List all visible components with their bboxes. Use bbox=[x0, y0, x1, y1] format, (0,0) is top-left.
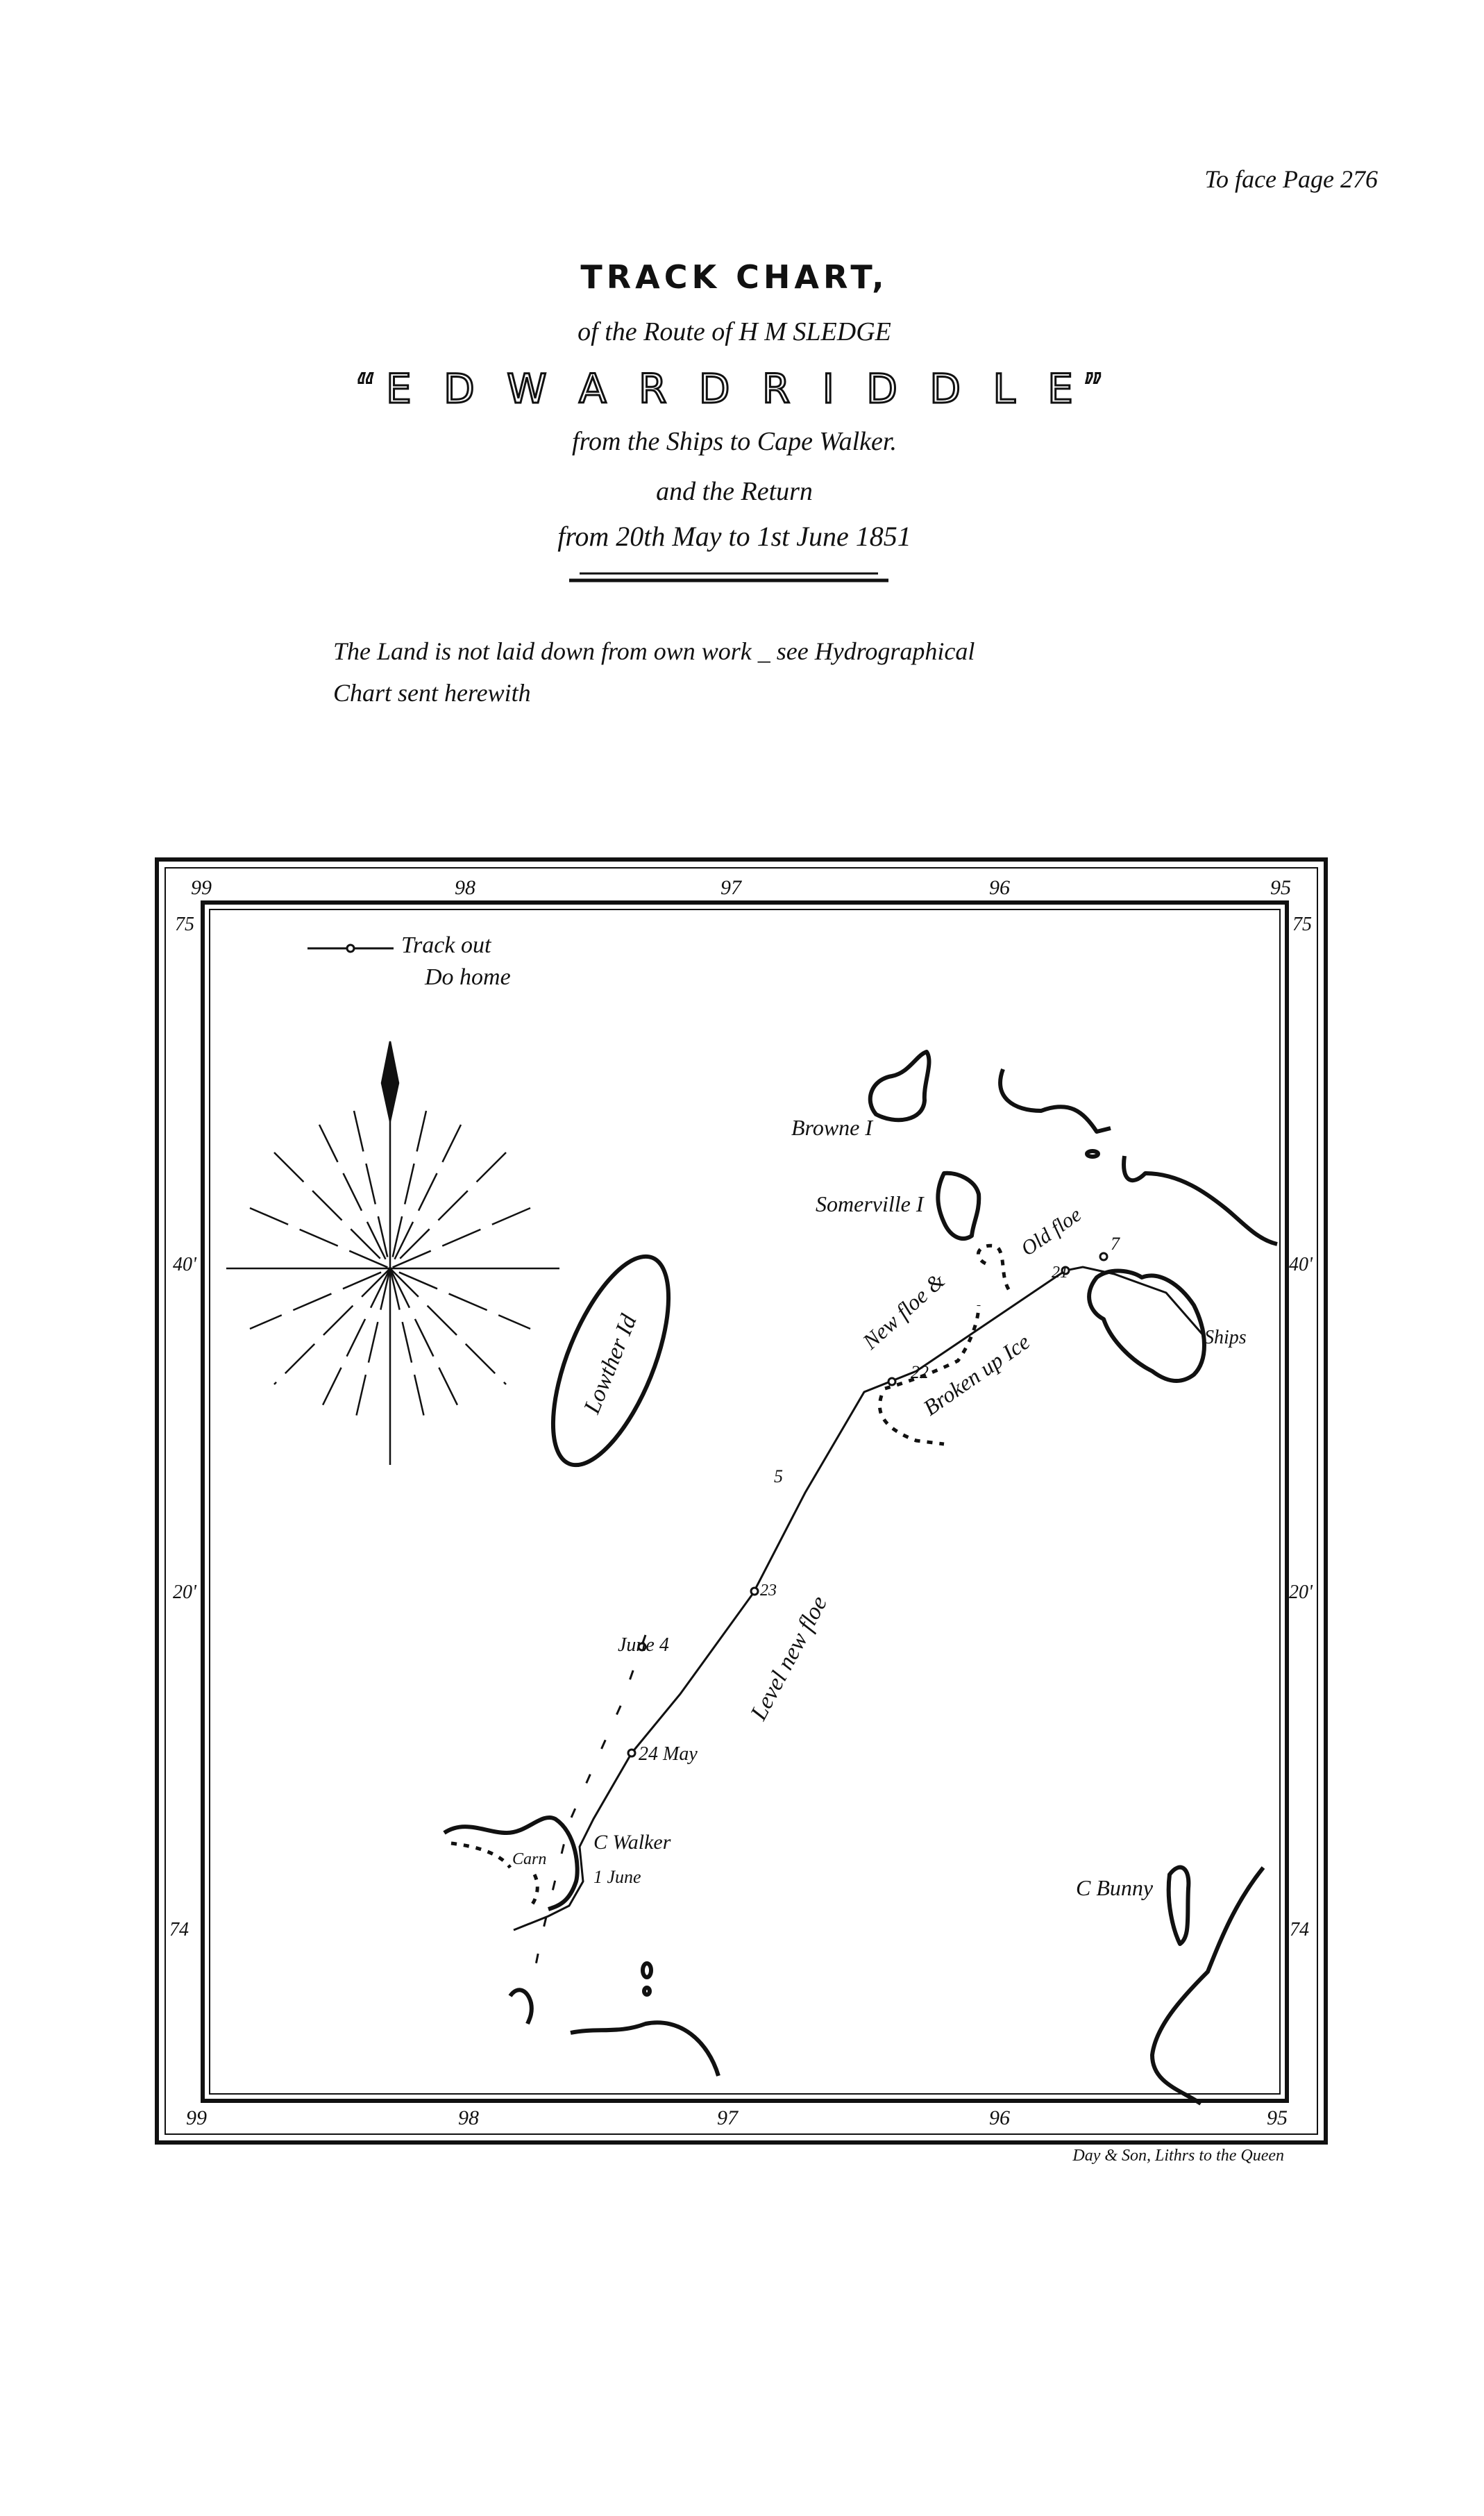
label-browne: Browne I bbox=[791, 1115, 873, 1140]
camp-23: 23 bbox=[760, 1582, 777, 1600]
lon-top-98: 98 bbox=[455, 876, 475, 899]
label-broken-ice: Broken up Ice bbox=[918, 1329, 1034, 1420]
lat-right-74: 74 bbox=[1290, 1919, 1309, 1940]
map-frame bbox=[155, 857, 1328, 2145]
lon-bottom-98: 98 bbox=[458, 2106, 479, 2129]
legend: Track out Do home bbox=[307, 932, 511, 990]
camp-7: 7 bbox=[1111, 1234, 1120, 1254]
legend-home: Do home bbox=[424, 964, 511, 990]
compass-rose-icon bbox=[226, 1041, 559, 1465]
legend-track-out: Track out bbox=[401, 932, 492, 958]
route-line: from the Ships to Cape Walker. bbox=[572, 427, 897, 456]
lat-right-40: 40' bbox=[1289, 1254, 1313, 1275]
islet bbox=[1085, 1149, 1100, 1159]
camp-markers bbox=[627, 1252, 1108, 1758]
label-level-new-floe: Level new floe bbox=[745, 1592, 832, 1725]
lon-top-95: 95 bbox=[1270, 876, 1291, 899]
camp-5: 5 bbox=[774, 1466, 783, 1486]
lat-left-20: 20' bbox=[173, 1582, 197, 1603]
lon-bottom-95: 95 bbox=[1267, 2106, 1288, 2129]
label-carn: Carn bbox=[512, 1850, 546, 1868]
label-somerville: Somerville I bbox=[816, 1191, 925, 1216]
lithographer-credit: Day & Son, Lithrs to the Queen bbox=[1072, 2147, 1284, 2165]
label-cape-walker: C Walker bbox=[593, 1831, 671, 1854]
chart-subtitle: of the Route of H M SLEDGE bbox=[577, 317, 891, 346]
label-old-floe: Old floe bbox=[1017, 1203, 1086, 1261]
camp-24-may: 24 May bbox=[639, 1743, 698, 1765]
islet-south-2 bbox=[642, 1986, 652, 1997]
somerville-island bbox=[936, 1171, 981, 1241]
ne-coast-1 bbox=[998, 1068, 1111, 1134]
lon-top-96: 96 bbox=[989, 876, 1010, 899]
label-ships: Ships bbox=[1204, 1327, 1247, 1348]
page-reference: To face Page 276 bbox=[1204, 165, 1378, 193]
return-line: and the Return bbox=[656, 477, 813, 506]
camp-june-4: June 4 bbox=[618, 1634, 669, 1656]
note-line-1: The Land is not laid down from own work … bbox=[333, 637, 975, 665]
browne-island bbox=[868, 1050, 931, 1123]
ne-coast-2 bbox=[1122, 1155, 1278, 1246]
lat-left-74: 74 bbox=[169, 1919, 189, 1940]
return-track bbox=[533, 1634, 647, 1972]
lon-top-97: 97 bbox=[720, 876, 743, 899]
bunny-island bbox=[1166, 1865, 1191, 1946]
note-line-2: Chart sent herewith bbox=[333, 679, 531, 707]
lon-bottom-97: 97 bbox=[717, 2106, 739, 2129]
camp-22: 22 bbox=[911, 1362, 929, 1382]
chart-title: TRACK CHART, bbox=[580, 258, 888, 296]
lat-left-40: 40' bbox=[173, 1254, 197, 1275]
dates-line: from 20th May to 1st June 1851 bbox=[557, 521, 911, 552]
south-coast bbox=[570, 2020, 720, 2077]
lon-top-99: 99 bbox=[191, 876, 212, 899]
lat-right-20: 20' bbox=[1289, 1582, 1313, 1603]
ships-island bbox=[1087, 1268, 1206, 1384]
lon-bottom-99: 99 bbox=[186, 2106, 207, 2129]
camp-21: 21 bbox=[1052, 1264, 1068, 1282]
label-cape-bunny: C Bunny bbox=[1076, 1875, 1154, 1900]
lowther-island bbox=[550, 1254, 671, 1468]
lat-left-75: 75 bbox=[175, 914, 194, 935]
islet-south-1 bbox=[641, 1961, 653, 1979]
label-lowther: Lowther Id bbox=[579, 1310, 642, 1418]
label-first-june: 1 June bbox=[593, 1867, 641, 1887]
vessel-name: “E D W A R D R I D D L E” bbox=[355, 365, 1113, 412]
lat-right-75: 75 bbox=[1292, 914, 1312, 935]
cape-walker-land bbox=[443, 1815, 580, 1911]
lon-bottom-96: 96 bbox=[989, 2106, 1010, 2129]
south-hook bbox=[508, 1988, 534, 2025]
label-new-floe: New floe & bbox=[857, 1268, 950, 1355]
floe-edge bbox=[877, 1243, 1012, 1446]
cape-walker-shore bbox=[450, 1841, 539, 1907]
east-coast bbox=[1150, 1866, 1265, 2106]
